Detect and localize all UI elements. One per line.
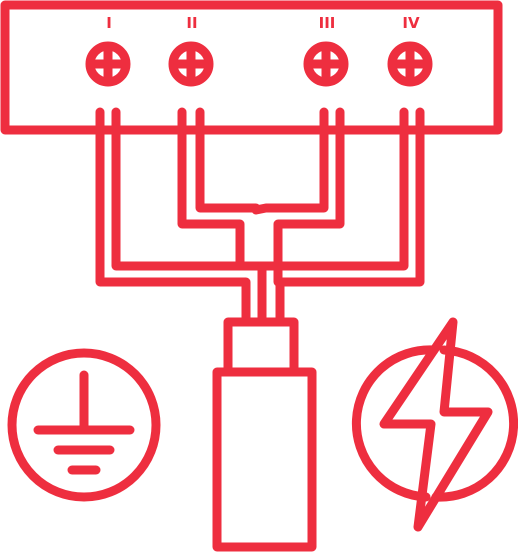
wire-2 [177, 107, 261, 271]
wire-1 [95, 107, 267, 323]
ground-symbol-icon [7, 348, 161, 502]
screw-terminal-icon [85, 41, 131, 87]
terminal-label-3: III [319, 14, 336, 32]
screw-terminal-icon [303, 41, 349, 87]
screw-terminal-icon [168, 41, 214, 87]
lightning-bolt-icon [351, 317, 518, 532]
terminal-block [0, 0, 503, 135]
multi-core-cable-icon [212, 317, 317, 552]
wire-3 [251, 107, 345, 287]
screw-terminal-icon [387, 41, 433, 87]
terminal-label-4: IV [402, 14, 420, 32]
terminal-label-2: II [186, 14, 197, 32]
terminal-label-1: I [106, 14, 112, 32]
wire-4 [257, 107, 425, 323]
